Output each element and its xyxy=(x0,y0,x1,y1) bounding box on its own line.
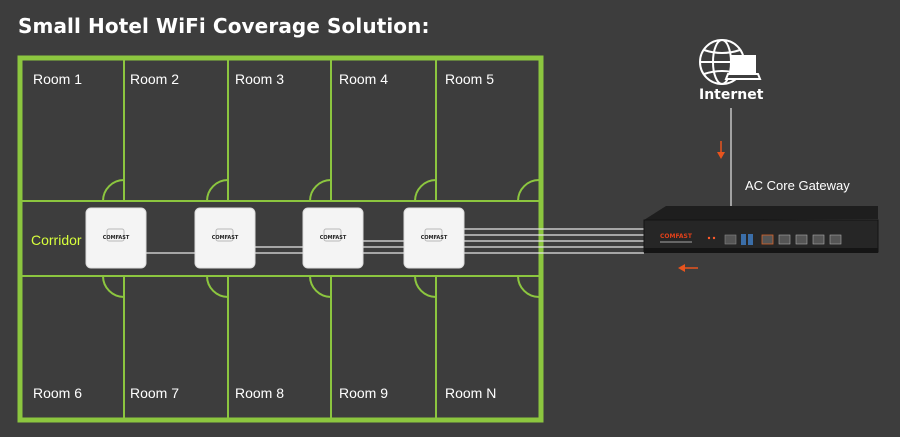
room-dividers-bottom xyxy=(123,276,437,418)
gateway-label: AC Core Gateway xyxy=(745,178,850,193)
door-swings-bottom xyxy=(102,275,540,298)
gateway-device: COMFAST xyxy=(643,206,879,253)
down-arrow-icon xyxy=(717,141,725,159)
room-label-6: Room 6 xyxy=(33,385,82,401)
globe-laptop-icon xyxy=(699,39,762,85)
room-label-3: Room 3 xyxy=(235,71,284,87)
room-label-5: Room 5 xyxy=(445,71,494,87)
svg-text:COMFAST: COMFAST xyxy=(660,233,693,240)
corridor-label: Corridor xyxy=(31,232,82,248)
floor-outer-wall xyxy=(17,55,544,423)
access-point-1: COMFAST xyxy=(85,207,147,269)
internet-label: Internet xyxy=(699,87,764,103)
svg-text:COMFAST: COMFAST xyxy=(103,235,130,241)
room-label-4: Room 4 xyxy=(339,71,388,87)
access-point-3: COMFAST xyxy=(302,207,364,269)
room-label-8: Room 8 xyxy=(235,385,284,401)
svg-text:COMFAST: COMFAST xyxy=(320,235,347,241)
diagram-title: Small Hotel WiFi Coverage Solution: xyxy=(18,14,430,38)
access-point-2: COMFAST xyxy=(194,207,256,269)
room-label-9: Room 9 xyxy=(339,385,388,401)
room-dividers-top xyxy=(123,60,437,201)
left-arrow-icon xyxy=(678,264,698,272)
room-label-2: Room 2 xyxy=(130,71,179,87)
svg-text:COMFAST: COMFAST xyxy=(212,235,239,241)
room-label-n: Room N xyxy=(445,385,496,401)
svg-text:COMFAST: COMFAST xyxy=(421,235,448,241)
room-label-1: Room 1 xyxy=(33,71,82,87)
room-label-7: Room 7 xyxy=(130,385,179,401)
door-swings-top xyxy=(102,179,540,202)
access-point-4: COMFAST xyxy=(403,207,465,269)
